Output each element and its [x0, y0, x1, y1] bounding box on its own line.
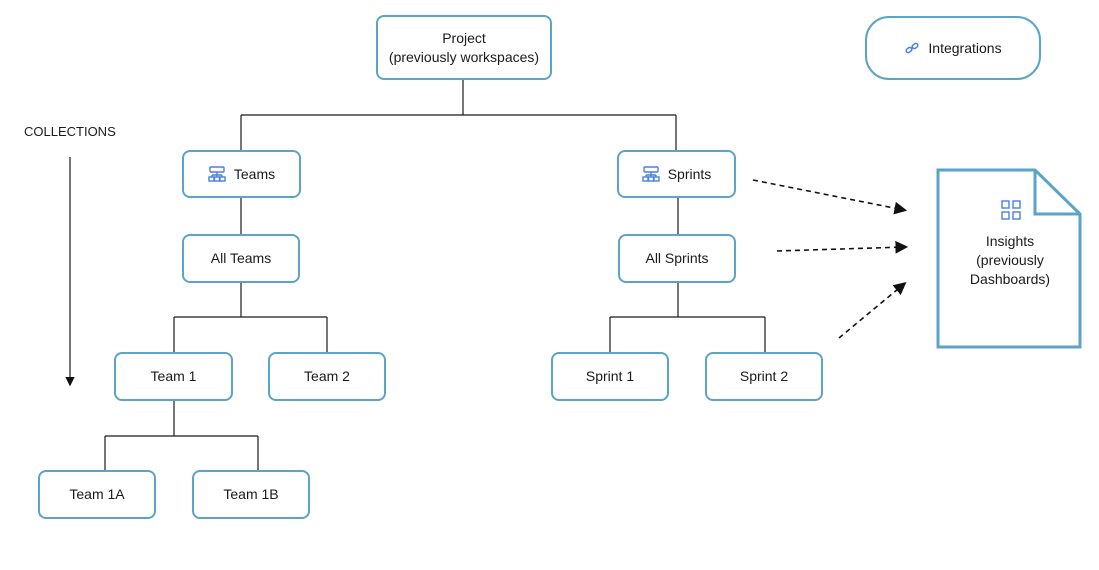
- collections-label: COLLECTIONS: [24, 124, 116, 139]
- team-1a-node[interactable]: Team 1A: [38, 470, 156, 519]
- project-title: Project: [442, 29, 486, 46]
- project-subtitle: (previously workspaces): [388, 48, 540, 65]
- team-1b-node[interactable]: Team 1B: [192, 470, 310, 519]
- sprint-1-node[interactable]: Sprint 1: [551, 352, 669, 401]
- link-icon: [904, 40, 920, 56]
- project-node[interactable]: Project (previously workspaces): [376, 15, 552, 80]
- hierarchy-icon: [208, 166, 226, 182]
- arrow-sprint2-insights: [838, 281, 907, 339]
- team-1-node[interactable]: Team 1: [114, 352, 233, 401]
- all-teams-node[interactable]: All Teams: [182, 234, 300, 283]
- arrow-sprints-insights: [752, 179, 908, 215]
- insights-document: [936, 168, 1082, 349]
- hierarchy-icon: [642, 166, 660, 182]
- integrations-node[interactable]: Integrations: [865, 16, 1041, 80]
- teams-node[interactable]: Teams: [182, 150, 301, 198]
- sprints-label: Sprints: [667, 165, 712, 182]
- arrow-allsprints-insights: [776, 240, 909, 254]
- grid-icon: [1001, 200, 1021, 225]
- sprints-node[interactable]: Sprints: [617, 150, 736, 198]
- insights-subtitle-1: (previously: [976, 252, 1044, 268]
- insights-title: Insights: [985, 233, 1035, 249]
- team-2-node[interactable]: Team 2: [268, 352, 386, 401]
- teams-label: Teams: [233, 165, 276, 182]
- integrations-label: Integrations: [928, 39, 1002, 56]
- sprint-2-node[interactable]: Sprint 2: [705, 352, 823, 401]
- insights-label[interactable]: Insights (previously Dashboards): [950, 232, 1070, 289]
- all-sprints-node[interactable]: All Sprints: [618, 234, 736, 283]
- insights-subtitle-2: Dashboards): [969, 271, 1051, 287]
